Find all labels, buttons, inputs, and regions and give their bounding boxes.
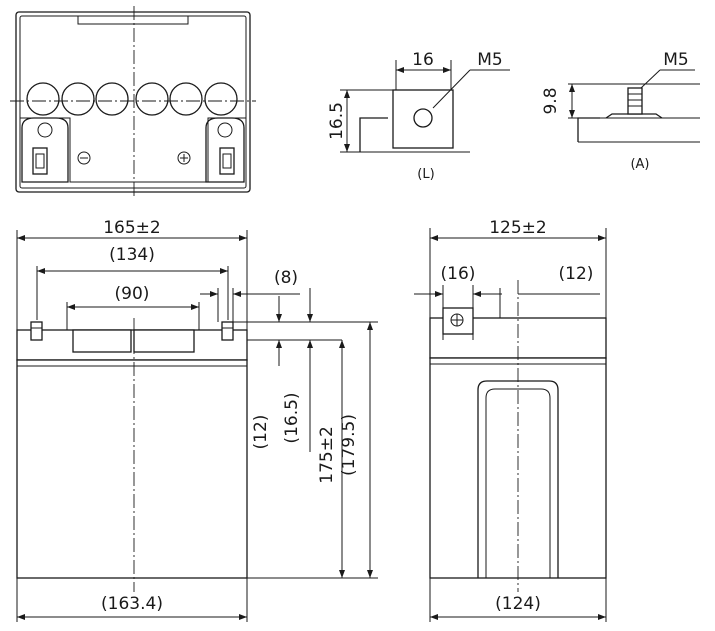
terminal-recess-left bbox=[21, 117, 69, 183]
detail-A: M5 9.8 (A) bbox=[541, 50, 700, 172]
vent-cap bbox=[204, 82, 238, 116]
top-view-inner-outline bbox=[19, 15, 247, 189]
detail-A-caption: (A) bbox=[630, 157, 649, 172]
vent-cap bbox=[61, 82, 95, 116]
front-lid bbox=[16, 329, 248, 361]
top-view-lid-edge bbox=[20, 117, 246, 183]
vent-cap bbox=[135, 82, 169, 116]
detail-A-bolt bbox=[627, 87, 643, 115]
detail-A-height-label: 9.8 bbox=[541, 87, 561, 114]
front-terminal-right bbox=[221, 321, 234, 341]
front-total-height-label: (179.5) bbox=[339, 414, 359, 476]
front-overall-width-label: 165±2 bbox=[103, 218, 161, 238]
detail-L-height-label: 16.5 bbox=[327, 102, 347, 140]
lid-label-left bbox=[72, 329, 132, 353]
detail-L-terminal-body bbox=[392, 89, 454, 149]
front-terminal-left bbox=[30, 321, 43, 341]
front-base-width-label: (163.4) bbox=[101, 594, 163, 614]
top-view-outline bbox=[15, 11, 251, 193]
top-view bbox=[10, 6, 256, 196]
vent-cap bbox=[169, 82, 203, 116]
side-terminal bbox=[442, 307, 474, 335]
front-terminal-offset-label: (8) bbox=[274, 268, 298, 288]
top-view-vent-tab bbox=[77, 16, 189, 25]
front-terminal-span-label: (134) bbox=[109, 245, 155, 265]
plus-mark-icon bbox=[177, 151, 191, 165]
side-view: 125±2 (16) (12) (124) bbox=[414, 218, 607, 622]
detail-A-thread-label: M5 bbox=[663, 50, 688, 70]
detail-L-bolt-hole bbox=[413, 108, 433, 128]
minus-mark-icon bbox=[77, 151, 91, 165]
detail-L-thread-label: M5 bbox=[477, 50, 502, 70]
detail-L-base-line bbox=[359, 117, 388, 152]
lid-label-right bbox=[133, 329, 195, 353]
vent-caps bbox=[26, 82, 238, 116]
detail-L-width-label: 16 bbox=[412, 50, 434, 70]
front-case-height-label: 175±2 bbox=[317, 426, 337, 484]
side-terminal-width-label: (16) bbox=[441, 264, 476, 284]
side-terminal-offset-label: (12) bbox=[559, 264, 594, 284]
front-terminal-height-a-label: (12) bbox=[251, 415, 271, 450]
front-lid-span-label: (90) bbox=[115, 284, 150, 304]
front-terminal-height-b-label: (16.5) bbox=[282, 392, 302, 443]
detail-L-caption: (L) bbox=[417, 167, 434, 182]
vent-cap bbox=[26, 82, 60, 116]
front-view: 165±2 (134) (90) (8) (12) (16.5) 1 bbox=[16, 218, 378, 622]
vent-cap bbox=[95, 82, 129, 116]
terminal-recess-right bbox=[205, 117, 245, 183]
detail-A-base-line bbox=[577, 117, 600, 142]
detail-L: 16 M5 16.5 (L) bbox=[327, 50, 510, 182]
side-overall-width-label: 125±2 bbox=[489, 218, 547, 238]
front-case bbox=[16, 359, 248, 579]
side-base-width-label: (124) bbox=[495, 594, 541, 614]
